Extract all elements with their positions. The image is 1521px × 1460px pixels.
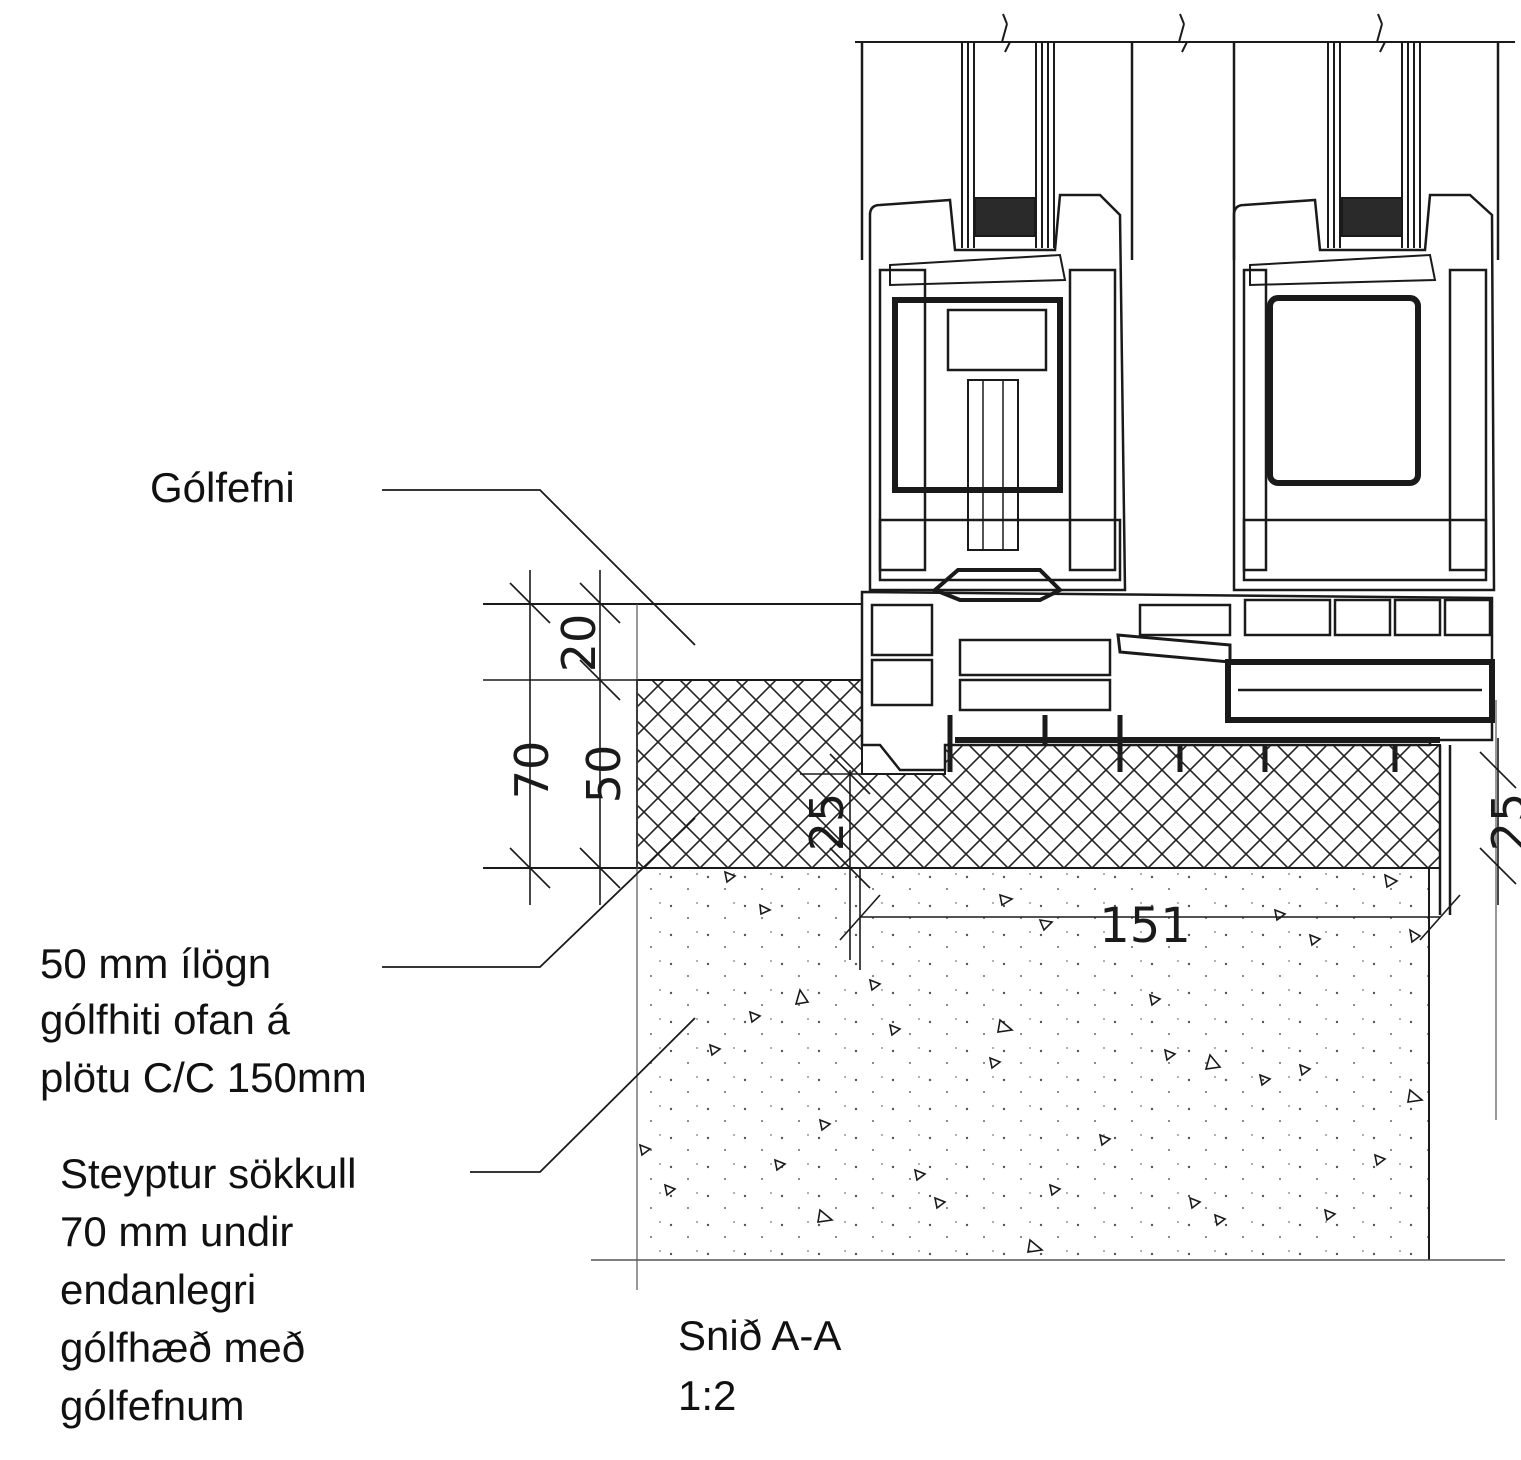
label-golfefni: Gólfefni bbox=[150, 464, 295, 511]
screed-layer bbox=[636, 679, 1441, 869]
dim-50: 50 bbox=[577, 745, 631, 804]
dimension-texts: 70 20 50 25 25 151 bbox=[505, 614, 1521, 954]
label-sokkull-line-5: gólfefnum bbox=[60, 1382, 245, 1429]
dim-151: 151 bbox=[1099, 898, 1191, 954]
dim-20: 20 bbox=[552, 614, 606, 673]
top-break-line bbox=[855, 13, 1515, 53]
threshold-profile bbox=[860, 568, 1495, 772]
label-sokkull-line-4: gólfhæð með bbox=[60, 1324, 306, 1371]
label-ilogn-line-3: plötu C/C 150mm bbox=[40, 1054, 367, 1101]
dim-70: 70 bbox=[505, 741, 559, 800]
right-glazing bbox=[1327, 42, 1421, 248]
concrete-foundation bbox=[483, 604, 1505, 1290]
label-sokkull-line-1: Steyptur sökkull bbox=[60, 1150, 357, 1197]
left-glazing bbox=[961, 42, 1055, 248]
label-ilogn-line-1: 50 mm ílögn bbox=[40, 940, 272, 987]
left-sash-profile bbox=[868, 193, 1127, 592]
dim-25-left: 25 bbox=[800, 793, 854, 852]
label-ilogn-line-2: gólfhiti ofan á bbox=[40, 996, 290, 1043]
leader-lines bbox=[382, 489, 696, 1173]
section-title-name: Snið A-A bbox=[678, 1312, 842, 1359]
right-sash-profile bbox=[1232, 193, 1496, 592]
dimension-lines bbox=[483, 570, 1517, 970]
label-sokkull: Steyptur sökkull 70 mm undir endanlegri … bbox=[60, 1148, 356, 1432]
label-sokkull-line-3: endanlegri bbox=[60, 1266, 257, 1313]
label-ilogn: 50 mm ílögn gólfhiti ofan á plötu C/C 15… bbox=[40, 938, 367, 1104]
label-sokkull-line-2: 70 mm undir bbox=[60, 1208, 294, 1255]
dim-25-right: 25 bbox=[1482, 793, 1521, 852]
section-scale: 1:2 bbox=[678, 1372, 737, 1419]
section-title: Snið A-A 1:2 bbox=[678, 1310, 841, 1422]
